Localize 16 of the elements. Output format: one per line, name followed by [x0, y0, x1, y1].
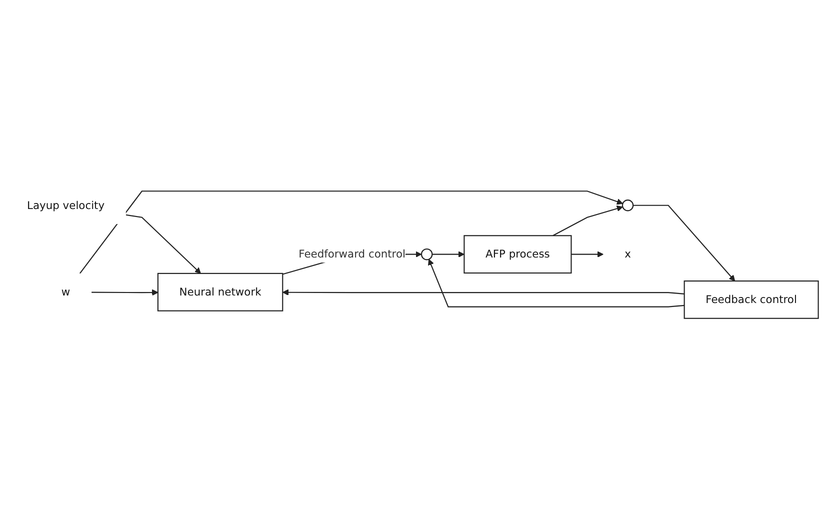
- arrow: [92, 290, 158, 296]
- node-circle: [622, 200, 634, 212]
- node-box: Neural network: [157, 273, 284, 312]
- arrow: [282, 290, 684, 296]
- arrow: [428, 259, 684, 308]
- arrow: [432, 252, 464, 258]
- node-circle: [420, 248, 433, 261]
- node-box: Feedback control: [684, 280, 819, 320]
- edge-label: Feedforward control: [298, 248, 406, 261]
- arrow: [633, 205, 736, 282]
- node-text: x: [624, 248, 631, 261]
- arrow: [571, 252, 604, 258]
- arrow: [552, 206, 623, 237]
- arrow: [126, 214, 201, 274]
- node-box: AFP process: [464, 236, 572, 274]
- node-text: w: [61, 286, 70, 299]
